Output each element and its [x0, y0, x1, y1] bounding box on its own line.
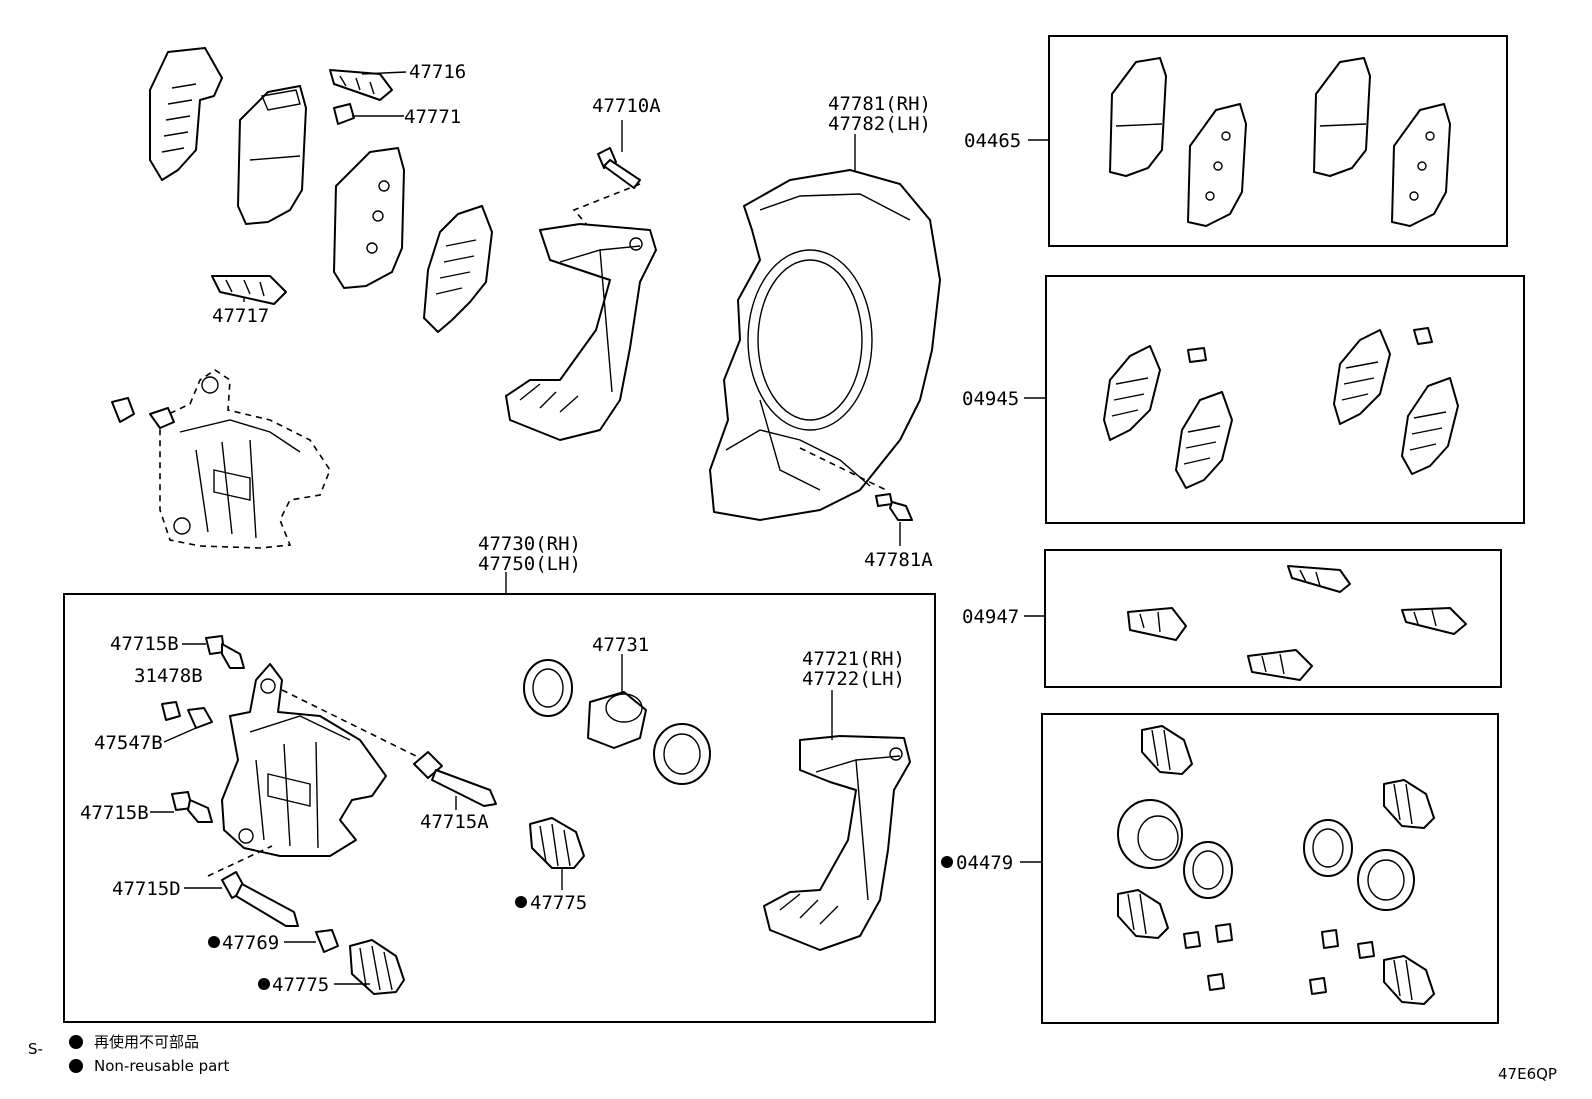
kit-box-04479 [1041, 713, 1499, 1024]
bleeder-cap-caliper [161, 701, 181, 721]
label-47722-lh: 47722(LH) [802, 668, 905, 690]
label-47769: 47769 [222, 932, 279, 954]
kit-04947-plate-4 [1247, 649, 1313, 681]
brake-pad-inner [333, 147, 405, 289]
kit-04947-plate-2 [1127, 607, 1187, 641]
kit-04945-shim-3 [1333, 329, 1391, 425]
kit-04465-pad-inner-1 [1187, 103, 1247, 227]
label-47781A: 47781A [864, 549, 933, 571]
caliper-assembly-box [63, 593, 936, 1023]
piston-seal [523, 659, 573, 717]
legend-japanese: 再使用不可部品 [94, 1033, 199, 1051]
label-04479: 04479 [956, 852, 1013, 874]
legend-english: Non-reusable part [94, 1057, 229, 1075]
label-47731: 47731 [592, 634, 649, 656]
non-reusable-mark-04479 [941, 856, 953, 868]
pad-support-plate-lower [211, 275, 287, 305]
label-47710A: 47710A [592, 95, 661, 117]
kit-04945-shim-1 [1103, 345, 1161, 441]
torque-plate-bolt [597, 147, 641, 189]
kit-04945-clip-2 [1413, 327, 1433, 345]
label-47775-middle: 47775 [530, 892, 587, 914]
torque-plate-upper [505, 223, 657, 441]
kit-04479-cup-2 [1357, 849, 1415, 911]
pad-wear-indicator [333, 103, 355, 125]
slide-pin-boot-lower [349, 939, 405, 995]
kit-04945-clip-1 [1187, 347, 1207, 363]
kit-04479-small-parts-2 [1309, 929, 1375, 995]
label-47715D: 47715D [112, 878, 181, 900]
caliper-reference-outline [159, 369, 331, 549]
label-47721-rh: 47721(RH) [802, 648, 905, 670]
caliper-cylinder [221, 663, 387, 857]
label-04465: 04465 [964, 130, 1021, 152]
non-reusable-mark-47775-a [258, 978, 270, 990]
label-04947: 04947 [962, 606, 1019, 628]
kit-04465-pad-outer-2 [1313, 57, 1371, 177]
label-47771: 47771 [404, 106, 461, 128]
anti-squeal-shim-outer [149, 47, 223, 181]
kit-04945-shim-4 [1401, 377, 1459, 475]
bleeder-cap [111, 397, 135, 423]
legend-dot-1 [69, 1035, 83, 1049]
dust-cover-bolt [875, 493, 913, 521]
label-47717: 47717 [212, 305, 269, 327]
kit-04479-boot-2 [1383, 779, 1435, 829]
diagram-code: 47E6QP [1498, 1065, 1557, 1083]
brake-pad-outer [237, 85, 307, 225]
slide-pin-lower [221, 871, 299, 927]
slide-pin-upper [413, 751, 497, 807]
legend-prefix: S- [28, 1040, 43, 1058]
label-47547B: 47547B [94, 732, 163, 754]
kit-04945-shim-2 [1175, 391, 1233, 489]
bleeder-plug [149, 407, 175, 429]
label-47716: 47716 [409, 61, 466, 83]
kit-04465-pad-inner-2 [1391, 103, 1451, 227]
kit-04465-pad-outer-1 [1109, 57, 1167, 177]
slide-pin-boot-upper [529, 817, 585, 869]
kit-04479-small-parts-1 [1183, 923, 1233, 991]
label-47715A: 47715A [420, 811, 489, 833]
pad-support-plate-upper [329, 69, 393, 101]
label-47775-lower: 47775 [272, 974, 329, 996]
label-47781-rh: 47781(RH) [828, 93, 931, 115]
label-47715B-lower: 47715B [80, 802, 149, 824]
kit-04947-plate-1 [1287, 565, 1351, 593]
kit-04479-boot-1 [1141, 725, 1193, 775]
kit-box-04947 [1044, 549, 1502, 688]
label-47715B-upper: 47715B [110, 633, 179, 655]
label-31478B: 31478B [134, 665, 203, 687]
caliper-piston [587, 691, 647, 749]
bleeder-plug-caliper [187, 707, 213, 729]
kit-04479-boot-4 [1383, 955, 1435, 1005]
torque-plate-lower [763, 735, 911, 951]
kit-box-04945 [1045, 275, 1525, 524]
legend-dot-2 [69, 1059, 83, 1073]
non-reusable-mark-47775-b [515, 896, 527, 908]
kit-04479-cup-1 [1117, 799, 1183, 869]
non-reusable-mark-47769 [208, 936, 220, 948]
label-04945: 04945 [962, 388, 1019, 410]
anti-squeal-shim-inner [423, 205, 493, 333]
cylinder-boot [653, 723, 711, 785]
bushing [315, 929, 339, 953]
label-47782-lh: 47782(LH) [828, 113, 931, 135]
label-47730-rh: 47730(RH) [478, 533, 581, 555]
guide-bolt-lower [171, 791, 213, 823]
kit-04479-seal-2 [1303, 819, 1353, 877]
kit-04947-plate-3 [1401, 607, 1467, 635]
guide-bolt-upper [205, 635, 245, 669]
kit-04479-seal-1 [1183, 841, 1233, 899]
kit-04479-boot-3 [1117, 889, 1169, 939]
kit-box-04465 [1048, 35, 1508, 247]
label-47750-lh: 47750(LH) [478, 553, 581, 575]
disc-dust-cover [709, 169, 941, 521]
